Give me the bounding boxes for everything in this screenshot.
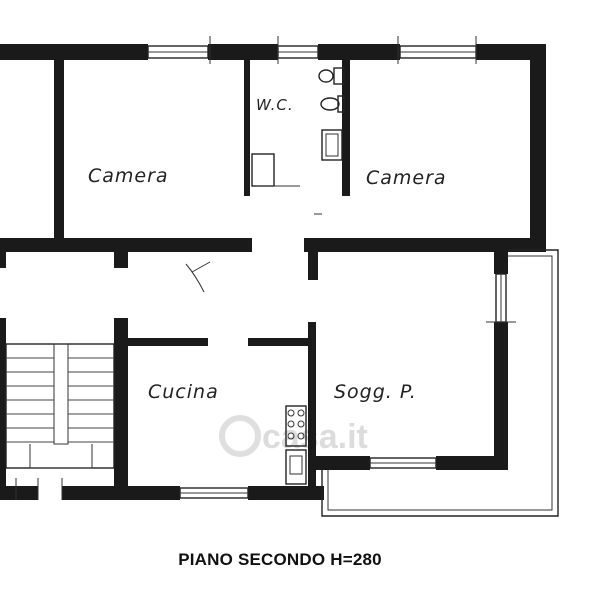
- balcony: [321, 249, 559, 517]
- staircase: [5, 343, 115, 500]
- room-label-wc: W.C.: [256, 96, 294, 114]
- room-label-camera-left: Camera: [88, 165, 169, 187]
- room-label-cucina: Cucina: [148, 381, 219, 403]
- room-label-soggiorno: Sogg. P.: [334, 381, 417, 403]
- kitchen-fixtures: [285, 405, 307, 485]
- plan-caption: PIANO SECONDO H=280: [178, 550, 382, 569]
- soggiorno-windows: [179, 273, 516, 499]
- interior-walls: [0, 60, 546, 492]
- top-windows: [147, 36, 477, 64]
- exterior-walls: [0, 44, 546, 500]
- room-label-camera-right: Camera: [366, 167, 447, 189]
- door-swings: [185, 213, 322, 293]
- wc-fixtures: [251, 67, 345, 187]
